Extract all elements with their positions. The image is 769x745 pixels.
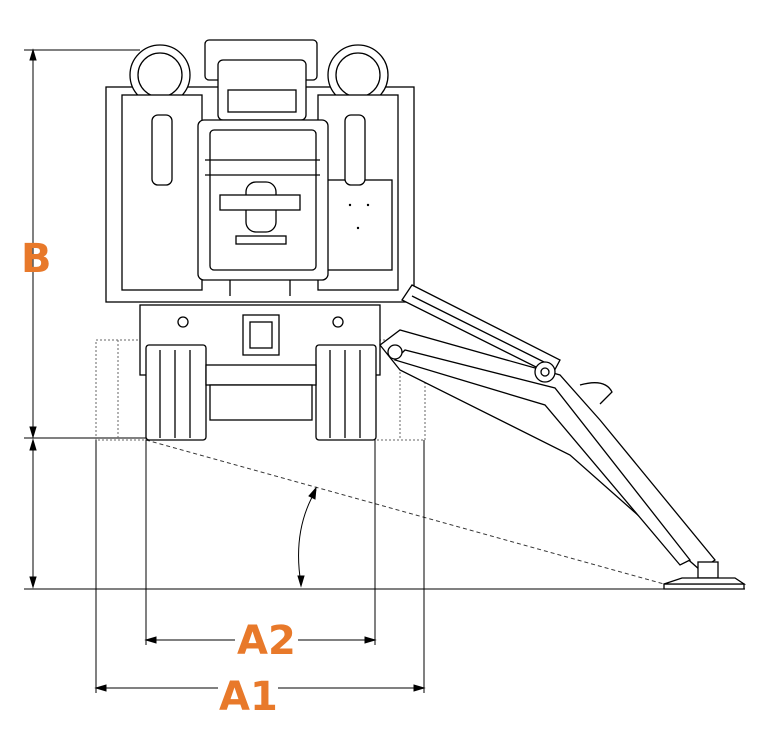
outrigger-arm — [379, 284, 747, 590]
dimension-label-b: B — [21, 236, 52, 282]
dimension-label-a2: A2 — [237, 618, 296, 664]
dimension-lines — [24, 48, 745, 693]
dimension-label-a1: A1 — [219, 674, 278, 720]
chassis — [139, 304, 381, 441]
machine-body — [105, 39, 415, 303]
panel-details — [348, 203, 370, 230]
